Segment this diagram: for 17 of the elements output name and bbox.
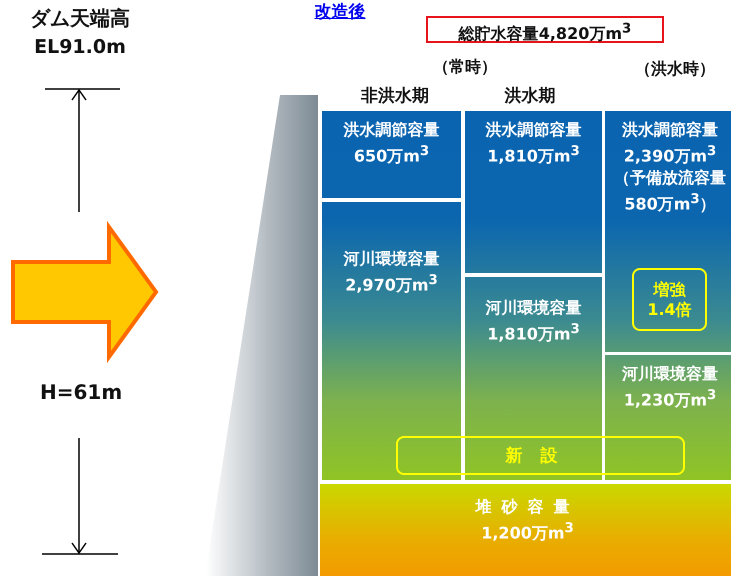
text-label: （洪水時） <box>634 58 716 80</box>
callout-box: 増強1.4倍 <box>632 268 707 331</box>
text-label: （常時） <box>432 56 498 78</box>
text-label: 非洪水期 <box>360 85 430 108</box>
storage-cell: 洪水調節容量 650万m$^{3}$ <box>322 111 461 198</box>
storage-cell: 洪水調節容量 1,810万m$^{3}$ <box>465 111 602 273</box>
text-label: EL91.0m <box>33 35 127 60</box>
heading-link: 改造後 <box>314 1 366 18</box>
storage-cell: 洪水調節容量 2,390万m$^{3}$ （予備放流容量580万m$^{3}$） 増強1.4倍 <box>605 111 731 352</box>
callout-box: 新設 <box>396 436 685 475</box>
text-label: 洪水期 <box>504 85 556 108</box>
total-storage-box: 総貯水容量4,820万m$^{3}$ <box>426 16 664 43</box>
text-label: H=61m <box>40 379 120 406</box>
storage-cell: 河川環境容量 1,230万m$^{3}$ <box>605 355 731 480</box>
storage-cell: 堆砂容量 1,200万m$^{3}$ <box>320 484 731 576</box>
storage-cell: 河川環境容量 2,970万m$^{3}$ <box>322 202 461 480</box>
text-label: ダム天端高 <box>29 5 131 31</box>
